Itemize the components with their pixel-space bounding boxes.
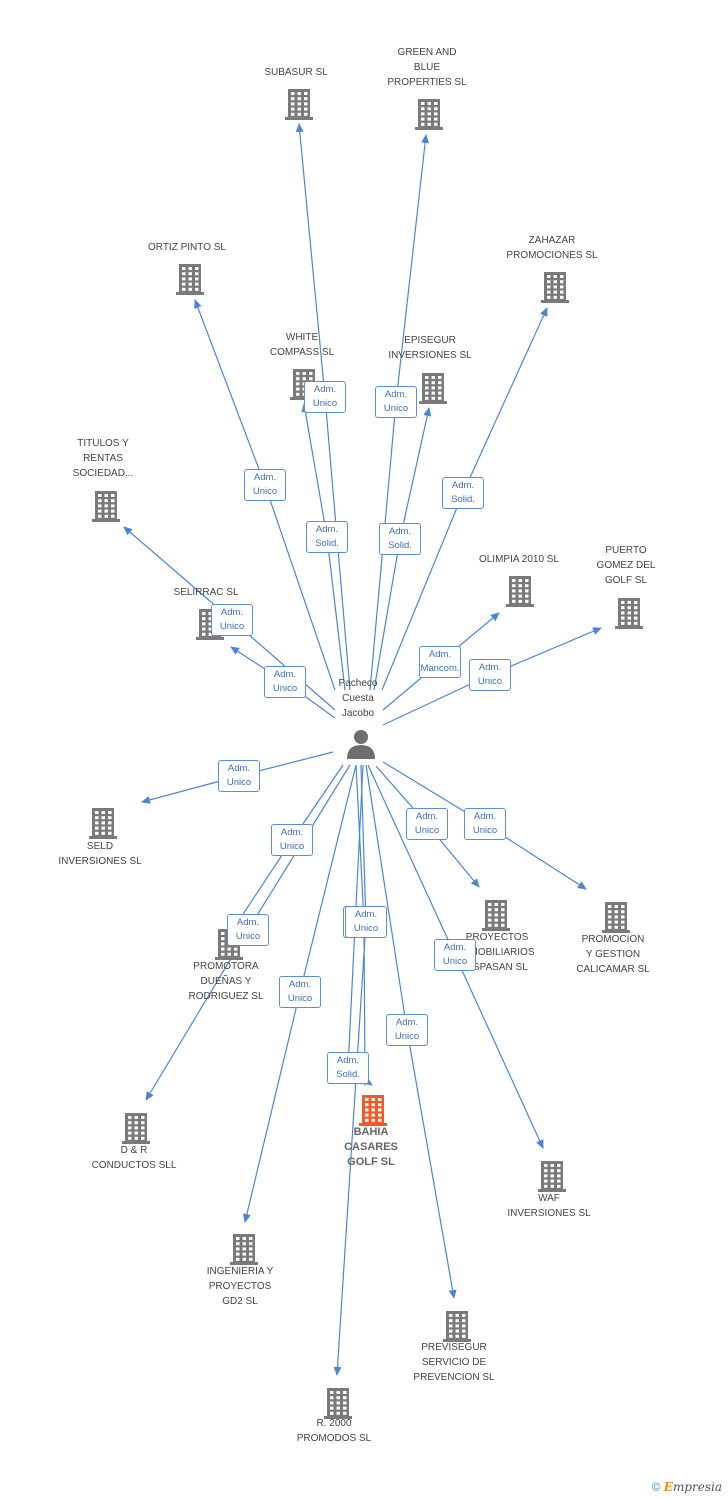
- building-icon[interactable]: [324, 1388, 352, 1419]
- role-badge-green-blue[interactable]: Adm.Unico: [375, 386, 417, 418]
- building-icon[interactable]: [538, 1161, 566, 1192]
- role-badge-waf[interactable]: Adm.Unico: [434, 939, 476, 971]
- company-label-selirrac[interactable]: SELIRRAC SL: [173, 587, 239, 598]
- building-icon[interactable]: [176, 264, 204, 295]
- person-icon[interactable]: [347, 730, 375, 759]
- role-badge-seld[interactable]: Adm.Unico: [218, 760, 260, 792]
- company-label-subasur[interactable]: SUBASUR SL: [264, 67, 328, 78]
- company-label-ortiz[interactable]: ORTIZ PINTO SL: [148, 242, 226, 253]
- role-badge-promotora[interactable]: Adm.Unico: [271, 824, 313, 856]
- role-badge-olimpia[interactable]: Adm.Mancom.: [419, 646, 461, 678]
- role-badge-proyectos-inm[interactable]: Adm.Unico: [406, 808, 448, 840]
- role-badge-previsegur[interactable]: Adm.Unico: [386, 1014, 428, 1046]
- building-icon[interactable]: [506, 576, 534, 607]
- role-badge-ingenieria[interactable]: Adm.Unico: [279, 976, 321, 1008]
- copyright-symbol: ©: [651, 1480, 661, 1494]
- building-icon[interactable]: [602, 902, 630, 933]
- building-icon[interactable]: [92, 491, 120, 522]
- building-icon[interactable]: [359, 1095, 387, 1126]
- building-icon[interactable]: [89, 808, 117, 839]
- building-icon[interactable]: [230, 1234, 258, 1265]
- building-icon[interactable]: [285, 89, 313, 120]
- footer-brand[interactable]: © Empresia: [652, 1480, 722, 1494]
- role-badge-main[interactable]: Adm.Solid.: [327, 1052, 369, 1084]
- building-icon[interactable]: [419, 373, 447, 404]
- role-badge-titulos[interactable]: Adm.Unico: [211, 604, 253, 636]
- role-badge-subasur[interactable]: Adm.Unico: [304, 381, 346, 413]
- role-badge-white[interactable]: Adm.Solid.: [306, 521, 348, 553]
- role-badge-zahazar[interactable]: Adm.Solid.: [442, 477, 484, 509]
- role-badge-ortiz[interactable]: Adm.Unico: [244, 469, 286, 501]
- role-badge-puerto[interactable]: Adm.Unico: [469, 659, 511, 691]
- company-label-olimpia[interactable]: OLIMPIA 2010 SL: [478, 554, 560, 565]
- building-icon[interactable]: [443, 1311, 471, 1342]
- role-badge-promocion[interactable]: Adm.Unico: [464, 808, 506, 840]
- building-icon[interactable]: [415, 99, 443, 130]
- role-badge-episegur[interactable]: Adm.Solid.: [379, 523, 421, 555]
- empresia-logo: Empresia: [663, 1480, 722, 1494]
- role-badge-dr[interactable]: Adm.Unico: [227, 914, 269, 946]
- building-icon[interactable]: [482, 900, 510, 931]
- role-badge-selirrac[interactable]: Adm.Unico: [264, 666, 306, 698]
- role-badge-r2000[interactable]: Adm.Unico: [345, 906, 387, 938]
- building-icon[interactable]: [541, 272, 569, 303]
- building-icon[interactable]: [615, 598, 643, 629]
- building-icon[interactable]: [122, 1113, 150, 1144]
